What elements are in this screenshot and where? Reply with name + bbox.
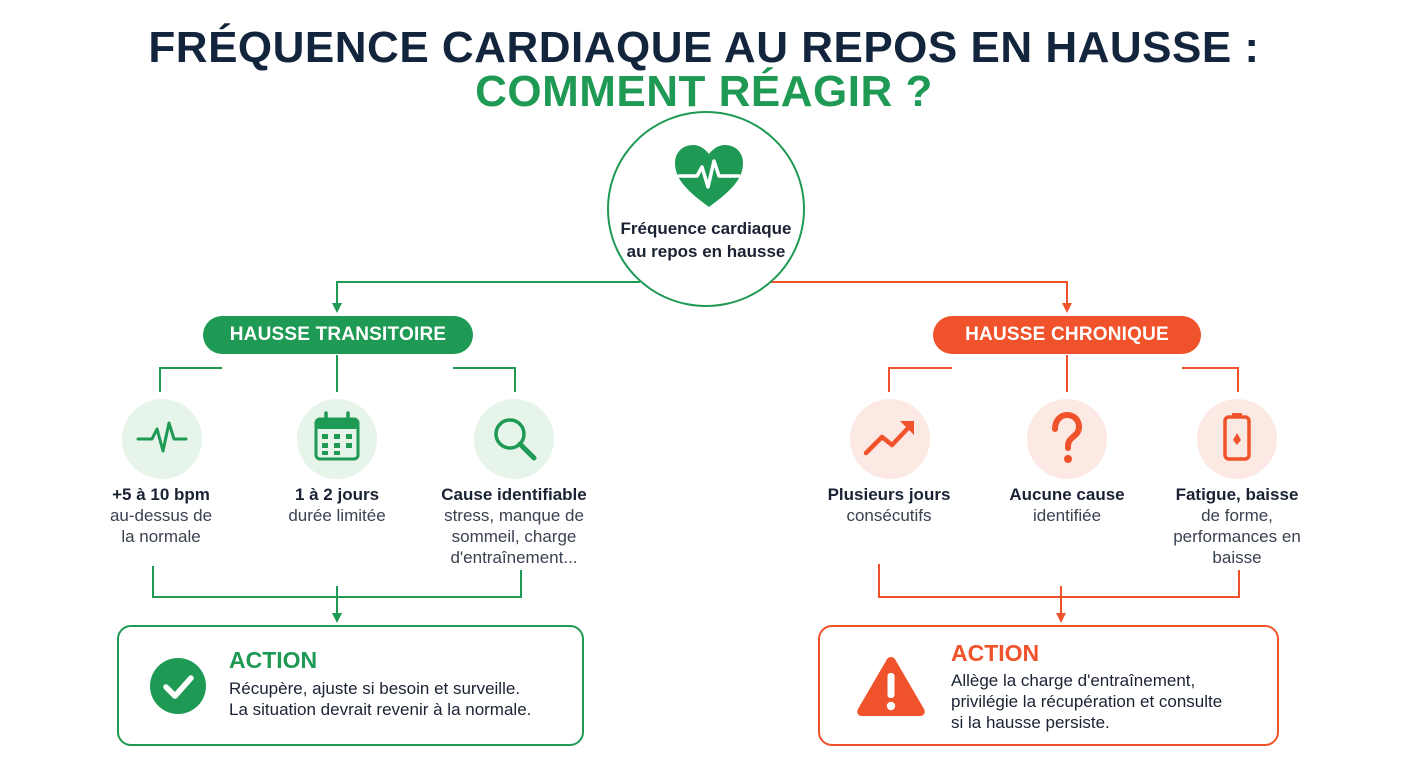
branch-chronic-pill: HAUSSE CHRONIQUE xyxy=(933,316,1201,354)
chronic-item-days: Plusieurs jours consécutifs xyxy=(799,484,979,526)
connector-root-red xyxy=(770,281,1072,313)
transitory-item-cause-desc: stress, manque de sommeil, charge d'entr… xyxy=(444,506,584,567)
warning-icon xyxy=(857,657,925,716)
transitory-action-text: Récupère, ajuste si besoin et surveille.… xyxy=(229,679,532,719)
chronic-item-fatigue: Fatigue, baisse de forme, performances e… xyxy=(1147,484,1327,568)
pulse-icon xyxy=(122,399,202,479)
heart-pulse-icon xyxy=(675,145,743,207)
connector-red-right xyxy=(1182,367,1239,392)
connector-root-green xyxy=(332,281,640,313)
chronic-item-days-title: Plusieurs jours xyxy=(827,485,951,504)
transitory-item-duration-desc: durée limitée xyxy=(288,506,386,525)
root-label: Fréquence cardiaque au repos en hausse xyxy=(620,219,792,261)
root-node: Fréquence cardiaque au repos en hausse xyxy=(607,111,805,307)
low-battery-icon xyxy=(1197,399,1277,479)
chronic-action-box: ACTION Allège la charge d'entraînement, … xyxy=(818,625,1279,746)
chronic-item-days-desc: consécutifs xyxy=(846,506,932,525)
chronic-item-fatigue-title: Fatigue, baisse xyxy=(1175,485,1299,504)
trend-up-icon xyxy=(850,399,930,479)
transitory-item-duration: 1 à 2 jours durée limitée xyxy=(247,484,427,526)
page-subtitle: COMMENT RÉAGIR ? xyxy=(475,67,933,116)
connector-red-merge xyxy=(878,564,1240,598)
chronic-action-text: Allège la charge d'entraînement, privilé… xyxy=(951,671,1223,732)
magnifier-icon xyxy=(474,399,554,479)
connector-green-right xyxy=(453,367,516,392)
transitory-action-heading: ACTION xyxy=(229,647,318,673)
connector-green-left xyxy=(159,367,222,392)
branch-transitory-pill: HAUSSE TRANSITOIRE xyxy=(203,316,473,354)
check-circle-icon xyxy=(150,658,206,714)
chronic-item-fatigue-desc: de forme, performances en baisse xyxy=(1173,506,1301,567)
connector-red-left xyxy=(888,367,952,392)
question-mark-icon xyxy=(1027,399,1107,479)
calendar-icon xyxy=(297,399,377,479)
chronic-item-cause-desc: identifiée xyxy=(1032,506,1102,525)
chronic-action-heading: ACTION xyxy=(951,640,1040,666)
transitory-action-box: ACTION Récupère, ajuste si besoin et sur… xyxy=(117,625,584,746)
transitory-item-duration-title: 1 à 2 jours xyxy=(294,485,380,504)
transitory-item-bpm-desc: au-dessus de la normale xyxy=(109,506,213,546)
page-title: FRÉQUENCE CARDIAQUE AU REPOS EN HAUSSE : xyxy=(148,23,1260,72)
transitory-item-cause-title: Cause identifiable xyxy=(441,485,587,504)
chronic-item-cause: Aucune cause identifiée xyxy=(977,484,1157,526)
transitory-item-bpm: +5 à 10 bpm au-dessus de la normale xyxy=(71,484,251,547)
chronic-item-cause-title: Aucune cause xyxy=(1009,485,1125,504)
transitory-item-cause: Cause identifiable stress, manque de som… xyxy=(424,484,604,568)
transitory-item-bpm-title: +5 à 10 bpm xyxy=(112,485,210,504)
